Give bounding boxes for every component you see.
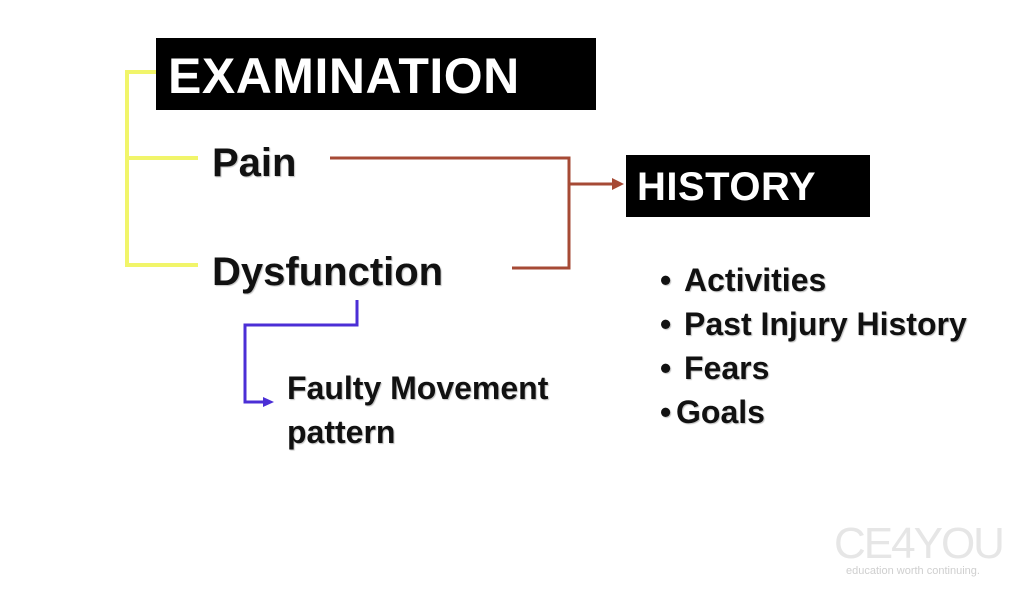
list-item: • Activities xyxy=(660,261,967,305)
bullet-icon: • xyxy=(660,350,672,386)
history-arrow-head xyxy=(612,178,624,190)
faulty-movement-line-1: Faulty Movement xyxy=(287,370,549,406)
logo-tagline: education worth continuing. xyxy=(846,565,980,577)
pain-label: Pain xyxy=(212,141,297,185)
list-item-text: Fears xyxy=(684,350,770,386)
faulty-arrow-head xyxy=(263,397,274,407)
bullet-icon: • xyxy=(660,394,672,430)
list-item: •Goals xyxy=(660,393,967,437)
dysfunction-faulty-connector xyxy=(243,300,359,404)
list-item-text: Goals xyxy=(676,394,765,430)
history-title: HISTORY xyxy=(637,165,817,209)
ce4you-logo: CE4YOU education worth continuing. xyxy=(834,519,1005,582)
history-box: HISTORY xyxy=(626,155,870,217)
bullet-icon: • xyxy=(660,262,672,298)
examination-bracket xyxy=(125,70,198,267)
examination-box: EXAMINATION xyxy=(156,38,596,110)
list-item-text: Past Injury History xyxy=(684,306,967,342)
faulty-movement-label: Faulty Movement pattern xyxy=(287,366,548,454)
faulty-movement-line-2: pattern xyxy=(287,414,396,450)
examination-title: EXAMINATION xyxy=(168,48,520,104)
logo-text: CE4YOU xyxy=(834,519,1005,568)
list-item: • Fears xyxy=(660,349,967,393)
list-item: • Past Injury History xyxy=(660,305,967,349)
history-list: •Activities •Past Injury History •Fears … xyxy=(660,261,967,437)
dysfunction-label: Dysfunction xyxy=(212,250,444,294)
list-item-text: Activities xyxy=(684,262,827,298)
bullet-icon: • xyxy=(660,306,672,342)
pain-history-connector xyxy=(330,156,571,270)
